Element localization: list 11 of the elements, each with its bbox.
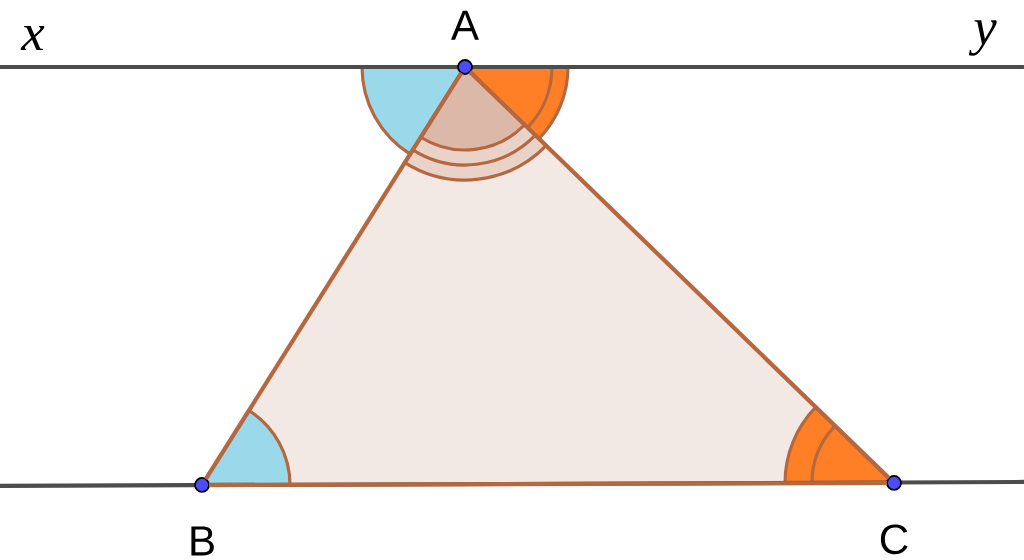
point: B <box>191 477 214 556</box>
line-label: y <box>968 20 997 56</box>
node-label: A <box>450 10 479 40</box>
line-label: x <box>20 25 45 51</box>
triangle-side <box>209 480 887 488</box>
point: C <box>880 475 908 555</box>
node-label: C <box>880 524 908 555</box>
point: A <box>451 10 479 75</box>
triangle-side <box>203 71 464 481</box>
triangle-side <box>468 70 891 480</box>
node-label: B <box>191 526 214 556</box>
